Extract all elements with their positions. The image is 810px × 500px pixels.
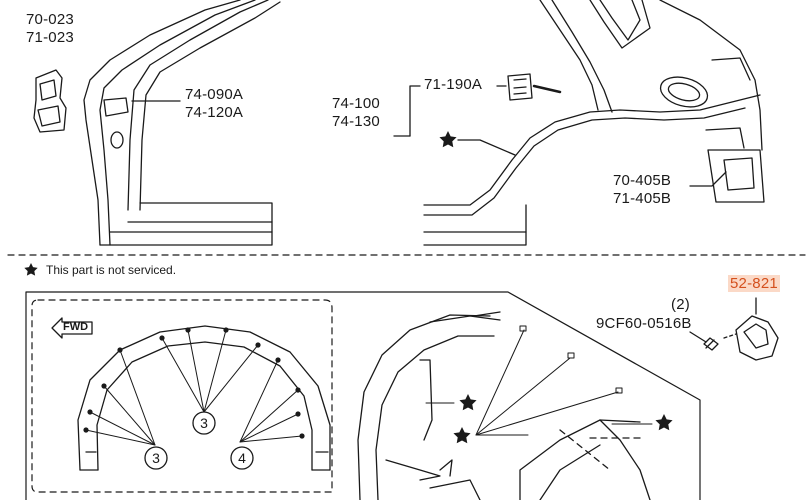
part-number-74-130[interactable]: 74-130: [332, 113, 380, 130]
label-group-bracket: 70-023 71-023: [26, 11, 74, 47]
star-icon: [24, 263, 38, 276]
clip-part-drawing: [507, 73, 562, 101]
callout-number: 3: [200, 415, 208, 431]
part-number-70-405B[interactable]: 70-405B: [613, 172, 672, 189]
inset-liner-drawing: [77, 325, 331, 471]
part-number-9CF60-0516B[interactable]: 9CF60-0516B: [596, 315, 692, 332]
lower-panel-outline: [25, 291, 701, 500]
label-group-quarter-panel: 74-100 74-130: [332, 95, 380, 131]
inset-leader-lines: [85, 329, 303, 446]
part-number-74-090A[interactable]: 74-090A: [185, 86, 244, 103]
callout-circle-1: [144, 446, 168, 470]
liner-clip-squares: [519, 325, 623, 394]
part-number-71-023[interactable]: 71-023: [26, 29, 74, 46]
callout-number: 3: [152, 450, 160, 466]
wheel-arch-inset-box: [31, 299, 333, 493]
pillar-part-drawing: [83, 0, 281, 246]
star-icon: [439, 131, 457, 148]
star-icon: [453, 427, 471, 444]
part-number-71-190A[interactable]: 71-190A: [424, 76, 483, 93]
bracket-part-drawing: [33, 69, 67, 133]
not-serviced-stars: [24, 131, 673, 444]
highlighted-part-number: 52-821: [728, 275, 780, 292]
inset-clip-dots: [83, 327, 305, 439]
bolt-drawing: [689, 331, 719, 351]
part-number-74-100[interactable]: 74-100: [332, 95, 380, 112]
fwd-label: FWD: [63, 321, 89, 333]
star-icon: [459, 394, 477, 411]
part-number-71-405B[interactable]: 71-405B: [613, 190, 672, 207]
quarter-panel-drawing: [423, 0, 765, 246]
part-number-52-821[interactable]: 52-821: [728, 275, 780, 293]
callout-circle-2: [192, 411, 216, 435]
not-serviced-legend: This part is not serviced.: [46, 263, 177, 277]
label-group-lamp: 70-405B 71-405B: [613, 172, 671, 208]
liner-leader-lines: [425, 329, 653, 436]
part-number-70-023[interactable]: 70-023: [26, 11, 74, 28]
fwd-arrow: [51, 317, 93, 339]
wheelhouse-liner-drawing: [357, 311, 651, 500]
bolt-quantity: (2): [671, 296, 690, 313]
part-number-74-120A[interactable]: 74-120A: [185, 104, 244, 121]
callout-number: 4: [238, 450, 246, 466]
bracket-52-821-drawing: [723, 297, 779, 361]
upper-leader-lines: [131, 85, 727, 187]
star-icon: [655, 414, 673, 431]
callout-circle-3: [230, 446, 254, 470]
label-group-pillar: 74-090A 74-120A: [185, 86, 243, 122]
